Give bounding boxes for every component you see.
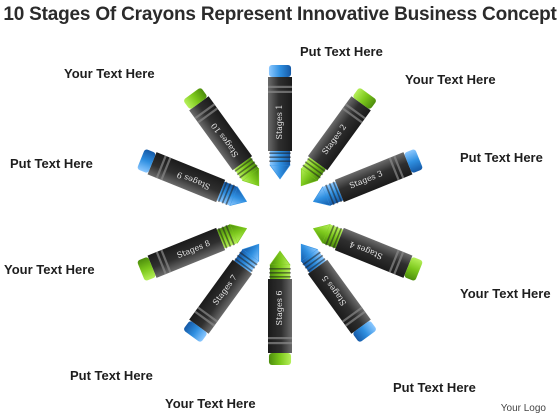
collar-ridge <box>217 227 228 249</box>
crayon-end-cap <box>137 257 156 281</box>
crayon-7: Stages 7 <box>184 243 260 342</box>
collar-ridge <box>325 184 335 206</box>
crayon-body <box>189 96 253 171</box>
collar-ridge <box>269 272 291 274</box>
collar-ridge <box>236 161 256 176</box>
body-ring <box>268 337 292 340</box>
collar-ridge <box>307 158 326 172</box>
crayon-end-cap <box>404 149 423 173</box>
crayon-8: Stages 8 <box>137 223 248 281</box>
collar-ridge <box>332 181 343 203</box>
collar-ridge <box>304 161 324 176</box>
crayon-end-cap <box>353 321 376 342</box>
crayon-end-cap <box>137 149 156 173</box>
body-ring <box>268 342 292 345</box>
crayon-1: Stages 1 <box>268 65 292 180</box>
crayon-tip <box>269 250 291 266</box>
crayon-tip <box>269 164 291 180</box>
collar-ridge <box>236 254 256 269</box>
crayon-body <box>268 77 292 151</box>
collar-ridge <box>225 184 235 206</box>
crayon-4: Stages 4 <box>312 223 423 281</box>
collar-ridge <box>225 224 235 246</box>
crayon-stage-label: Stages 6 <box>275 290 284 325</box>
body-ring <box>268 90 292 93</box>
body-ring <box>344 310 366 327</box>
crayon-label-10: Your Text Here <box>64 66 155 81</box>
crayon-label-8: Your Text Here <box>4 262 95 277</box>
collar-ridge <box>269 156 291 158</box>
collar-ridge <box>302 251 321 266</box>
body-ring <box>155 251 167 275</box>
body-ring <box>194 310 216 327</box>
collar-ridge <box>239 164 258 179</box>
crayon-label-1: Put Text Here <box>300 44 383 59</box>
crayon-end-cap <box>184 88 207 109</box>
crayon-stage-label: Stages 1 <box>275 104 284 139</box>
body-ring <box>160 157 172 181</box>
collar-ridge <box>332 227 343 249</box>
body-ring <box>155 155 167 179</box>
crayon-label-2: Your Text Here <box>405 72 496 87</box>
crayon-label-3: Put Text Here <box>460 150 543 165</box>
collar-ridge <box>234 258 253 272</box>
body-ring <box>388 249 400 273</box>
collar-ridge <box>217 181 228 203</box>
body-ring <box>160 249 172 273</box>
body-ring <box>388 157 400 181</box>
collar-ridge <box>325 224 335 246</box>
crayon-label-5: Put Text Here <box>393 380 476 395</box>
body-ring <box>393 155 405 179</box>
collar-ridge <box>239 251 258 266</box>
collar-ridge <box>328 183 339 204</box>
body-ring <box>197 306 218 323</box>
collar-ridge <box>269 268 291 270</box>
body-ring <box>342 306 363 323</box>
crayon-3: Stages 3 <box>312 149 423 207</box>
body-ring <box>197 107 218 124</box>
logo-text: Your Logo <box>500 403 546 414</box>
page-title: 10 Stages Of Crayons Represent Innovativ… <box>3 4 557 25</box>
collar-ridge <box>269 276 291 278</box>
collar-ridge <box>221 183 232 204</box>
crayon-5: Stages 5 <box>300 243 376 342</box>
crayon-body <box>189 259 253 334</box>
body-ring <box>342 107 363 124</box>
crayon-tip <box>300 243 319 262</box>
crayon-label-4: Your Text Here <box>460 286 551 301</box>
crayon-body <box>307 96 371 171</box>
collar-ridge <box>221 226 232 247</box>
crayon-end-cap <box>184 321 207 342</box>
body-ring <box>268 85 292 88</box>
collar-ridge <box>302 164 321 179</box>
crayon-2: Stages 2 <box>300 88 376 187</box>
crayon-body <box>307 259 371 334</box>
crayon-end-cap <box>268 65 292 77</box>
collar-ridge <box>269 160 291 162</box>
collar-ridge <box>234 158 253 172</box>
collar-ridge <box>304 254 324 269</box>
body-ring <box>393 251 405 275</box>
collar-ridge <box>307 258 326 272</box>
crayon-end-cap <box>404 257 423 281</box>
body-ring <box>194 103 216 120</box>
crayon-end-cap <box>353 88 376 109</box>
crayon-9: Stages 9 <box>137 149 248 207</box>
crayon-label-9: Put Text Here <box>10 156 93 171</box>
crayon-body <box>268 279 292 353</box>
crayon-6: Stages 6 <box>268 250 292 365</box>
collar-ridge <box>269 152 291 154</box>
collar-ridge <box>328 226 339 247</box>
crayon-label-7: Put Text Here <box>70 368 153 383</box>
crayon-10: Stages 10 <box>184 88 260 187</box>
body-ring <box>344 103 366 120</box>
crayon-end-cap <box>268 353 292 365</box>
crayon-tip <box>300 168 319 187</box>
crayon-label-6: Your Text Here <box>165 396 256 411</box>
